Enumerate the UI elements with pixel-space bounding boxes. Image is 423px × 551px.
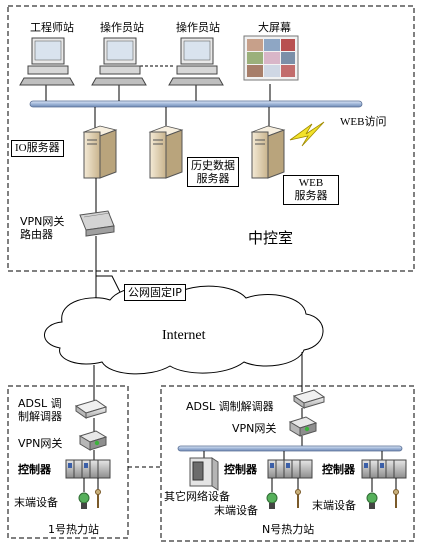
history-server-label-line1: 历史数据 xyxy=(191,159,235,172)
vpn-router-label: VPN网关 路由器 xyxy=(20,215,64,241)
web-server-label: WEB 服务器 xyxy=(283,175,339,205)
station1-terminal-valve-icon xyxy=(78,492,90,509)
central-control-room-border xyxy=(7,5,415,272)
stationN-terminal-valve-icon-1 xyxy=(266,492,278,509)
history-server-label-line2: 服务器 xyxy=(196,172,230,185)
web-server-label-line1: WEB xyxy=(298,177,324,189)
station1-adsl-label: ADSL 调 制解调器 xyxy=(18,397,62,423)
station1-vpn-label: VPN网关 xyxy=(18,437,63,450)
stationN-adsl-modem xyxy=(292,389,326,409)
stationN-controller-1-label: 控制器 xyxy=(224,463,257,476)
operator-station-2-computer xyxy=(168,37,224,86)
operator-station-2-label: 操作员站 xyxy=(176,21,220,34)
io-server-label: IO服务器 xyxy=(11,140,64,157)
station1-adsl-modem xyxy=(74,399,108,419)
station1-controller-rack xyxy=(65,459,111,479)
history-server-tower xyxy=(148,125,184,179)
stationN-terminal-sensor-icon-1 xyxy=(295,489,301,508)
stationN-border xyxy=(160,385,415,542)
control-room-title: 中控室 xyxy=(248,229,294,247)
stationN-controller-rack-2 xyxy=(361,459,407,479)
central-bus xyxy=(29,100,363,108)
station1-controller-label: 控制器 xyxy=(18,463,51,476)
stationN-other-device xyxy=(189,457,219,491)
io-server-tower xyxy=(82,125,118,179)
stationN-name: N号热力站 xyxy=(262,523,315,536)
stationN-terminal-valve-icon-2 xyxy=(366,492,378,509)
station1-terminal-sensor-icon xyxy=(95,489,101,508)
web-server-tower xyxy=(250,125,286,179)
stationN-terminal-1-label: 末端设备 xyxy=(214,504,258,517)
operator-station-1-computer xyxy=(91,37,147,86)
vpn-router-label-line1: VPN网关 xyxy=(20,215,65,228)
public-ip-label: 公网固定IP xyxy=(124,284,186,301)
vpn-router-device xyxy=(79,210,115,237)
stationN-vpn-gateway xyxy=(288,416,318,437)
stationN-terminal-2-label: 末端设备 xyxy=(312,499,356,512)
web-access-lightning-icon xyxy=(289,121,325,147)
stationN-other-device-label: 其它网络设备 xyxy=(164,490,230,503)
operator-station-1-label: 操作员站 xyxy=(100,21,144,34)
stationN-bus xyxy=(177,445,403,452)
station1-adsl-label-line2: 制解调器 xyxy=(18,410,62,423)
web-server-label-line2: 服务器 xyxy=(294,190,328,202)
station1-border xyxy=(7,385,129,539)
engineer-station-label: 工程师站 xyxy=(30,21,74,34)
stationN-controller-2-label: 控制器 xyxy=(322,463,355,476)
engineer-station-computer xyxy=(19,37,75,86)
web-access-label: WEB访问 xyxy=(340,116,387,128)
stationN-adsl-label: ADSL 调制解调器 xyxy=(186,400,274,413)
vpn-router-label-line2: 路由器 xyxy=(20,228,53,241)
station1-adsl-label-line1: ADSL 调 xyxy=(18,397,62,410)
big-screen-label: 大屏幕 xyxy=(258,21,291,34)
big-screen-display xyxy=(243,35,299,81)
internet-label: Internet xyxy=(162,328,206,343)
station1-terminal-label: 末端设备 xyxy=(14,496,58,509)
history-server-label: 历史数据 服务器 xyxy=(187,157,239,187)
stationN-terminal-sensor-icon-2 xyxy=(393,489,399,508)
stationN-controller-rack-1 xyxy=(267,459,313,479)
stationN-vpn-label: VPN网关 xyxy=(232,422,277,435)
station1-vpn-gateway xyxy=(78,430,108,451)
station1-name: 1号热力站 xyxy=(48,523,99,536)
